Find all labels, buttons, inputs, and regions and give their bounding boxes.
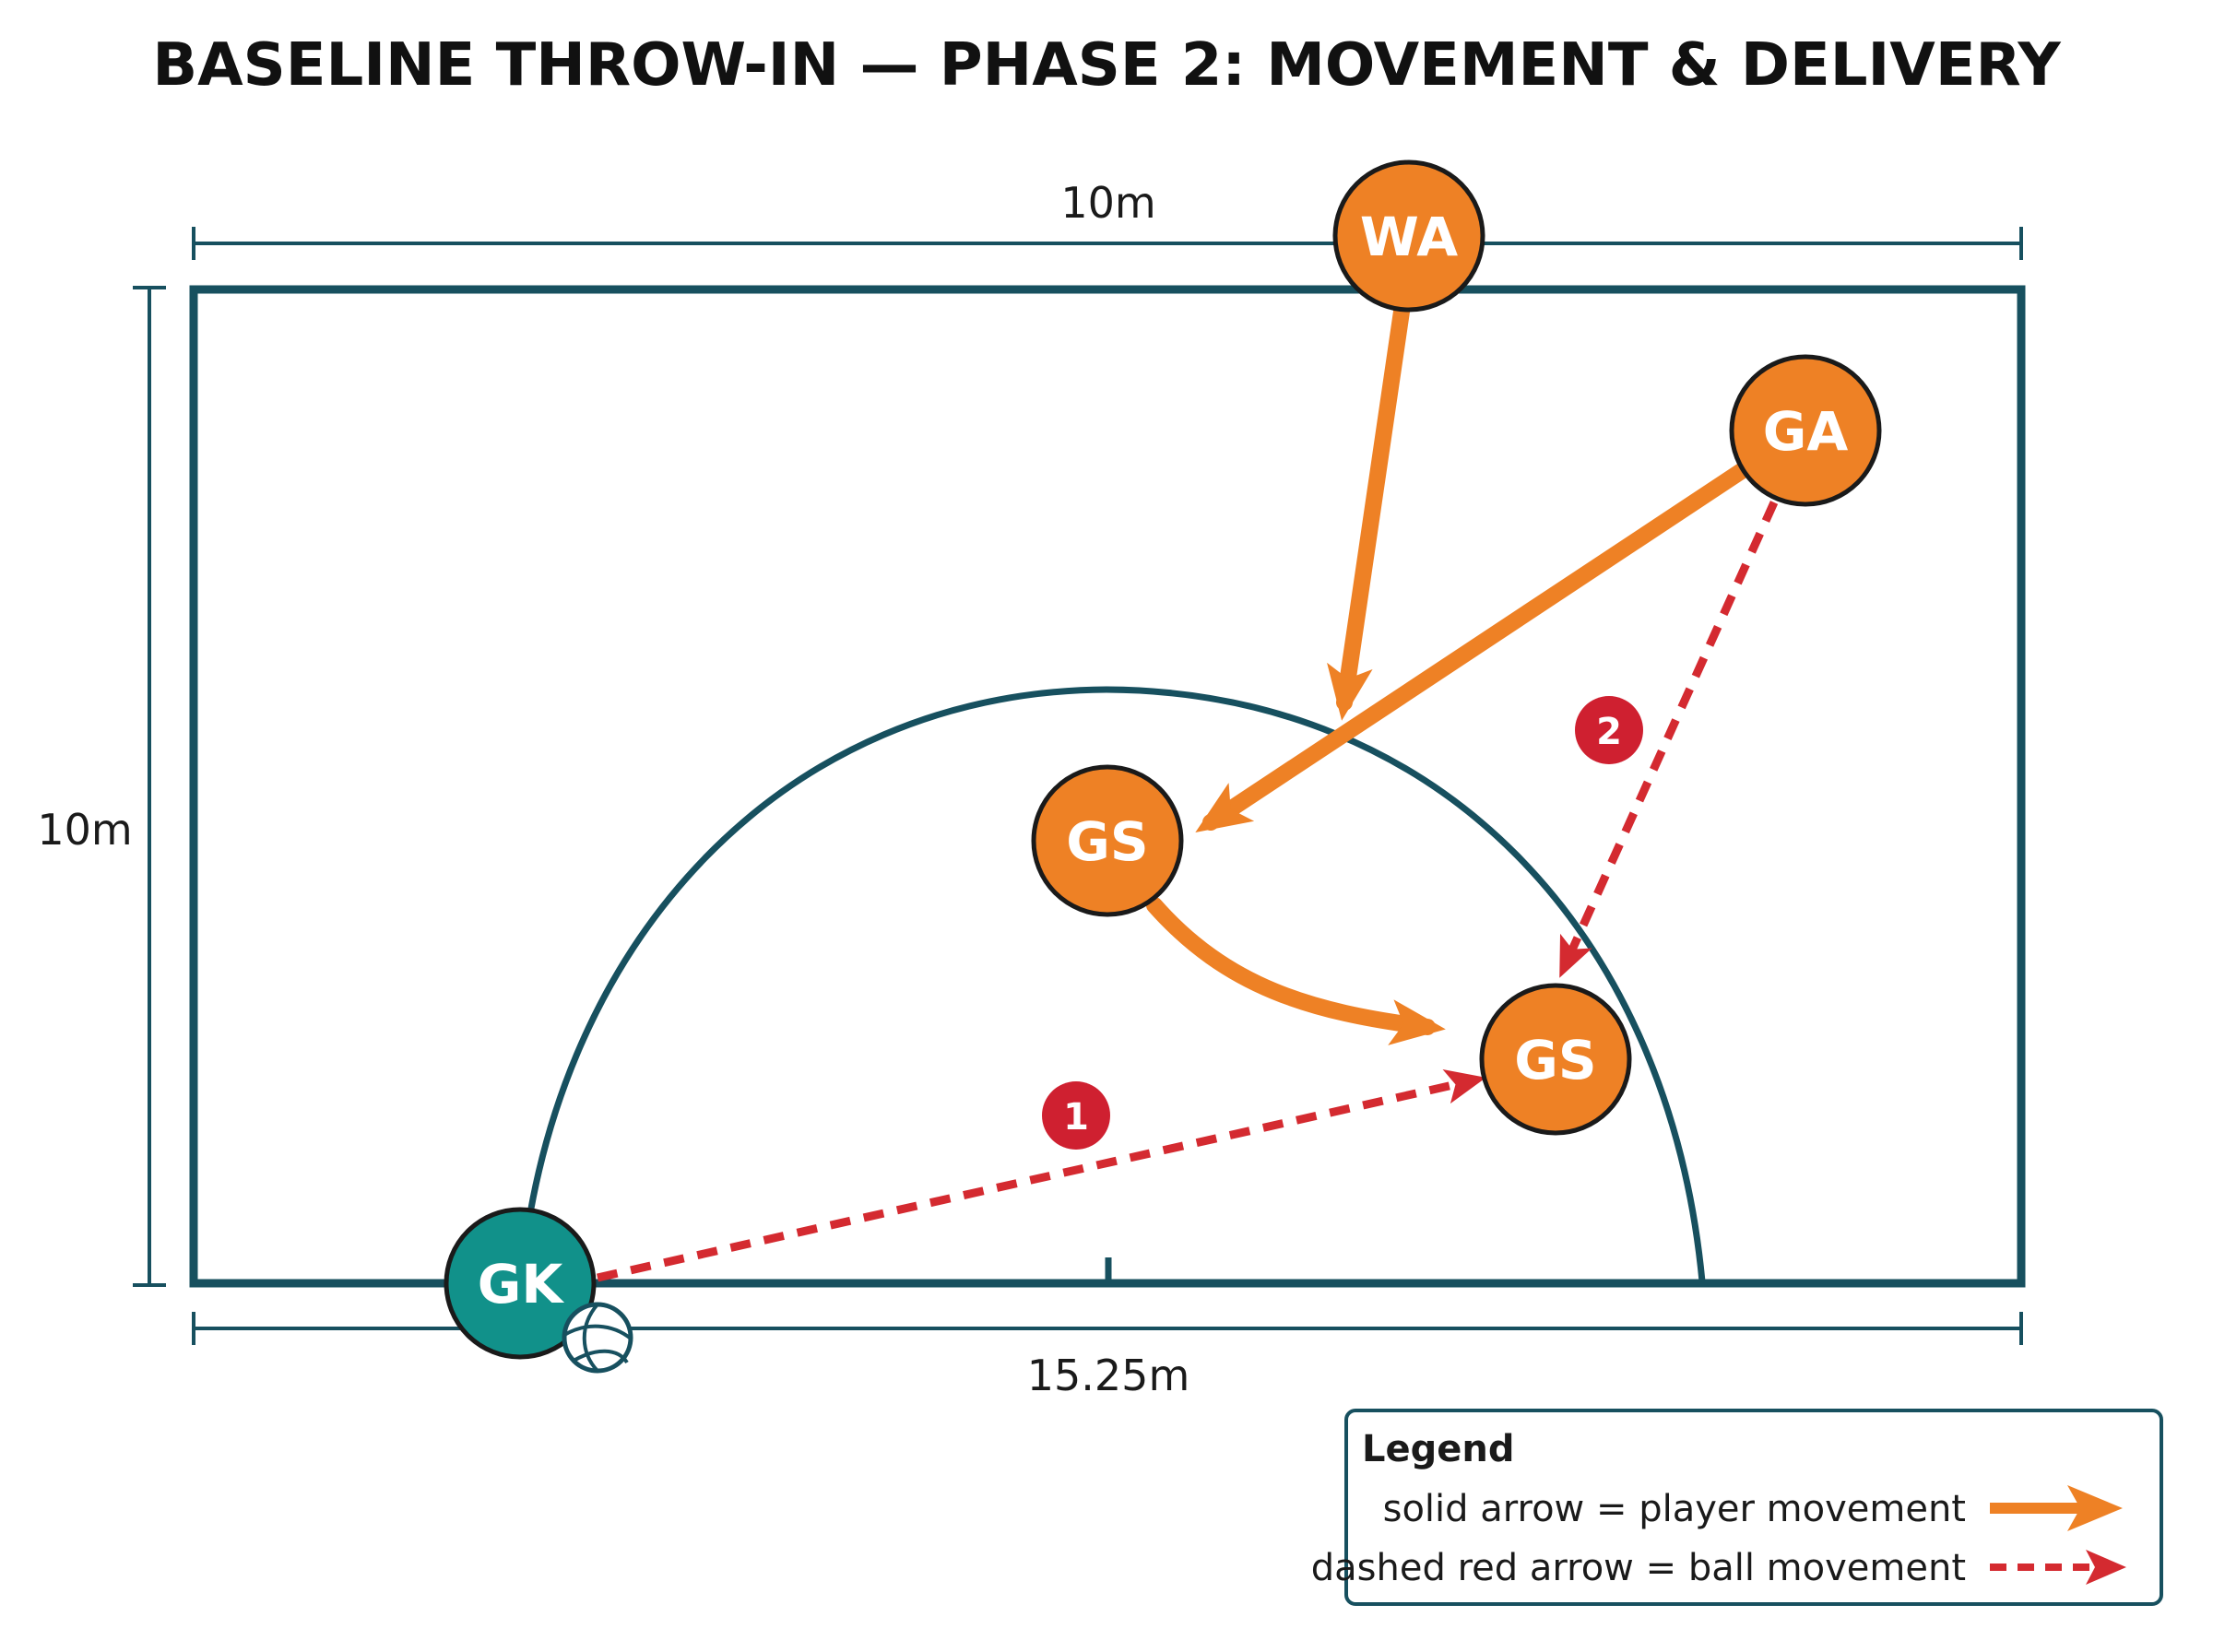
dimension-top: 10m — [192, 178, 2023, 260]
court-boundary — [189, 285, 2026, 1288]
pass-step-2-badge: 2 — [1575, 696, 1643, 764]
pass-step-1-label: 1 — [1063, 1096, 1089, 1139]
dimension-bottom-label: 15.25m — [1027, 1351, 1190, 1400]
dimension-side: 10m — [37, 286, 166, 1287]
player-gs-start-label: GS — [1066, 810, 1148, 873]
diagram-title: BASELINE THROW-IN — PHASE 2: MOVEMENT & … — [152, 31, 2061, 100]
legend-dashed-text: dashed red arrow = ball movement — [1311, 1547, 1966, 1589]
ball-pass-2-arrow — [1559, 501, 1779, 978]
player-gk-label: GK — [478, 1253, 565, 1316]
player-gs-end[interactable]: GS — [1479, 983, 1632, 1136]
ball-pass-1-arrow — [597, 1069, 1486, 1282]
player-ga[interactable]: GA — [1729, 354, 1882, 507]
ga-movement-arrow — [1195, 462, 1751, 833]
wa-movement-arrow — [1327, 303, 1410, 721]
pass-step-1-badge: 1 — [1042, 1081, 1110, 1150]
gs-movement-arrow — [1146, 897, 1446, 1045]
player-ga-label: GA — [1763, 400, 1849, 463]
player-gk[interactable]: GK — [444, 1207, 597, 1360]
player-gs-start[interactable]: GS — [1031, 764, 1184, 917]
player-gs-end-label: GS — [1514, 1029, 1596, 1092]
netball-icon — [562, 1302, 633, 1374]
legend-box: Legend solid arrow = player movement das… — [1311, 1409, 2163, 1606]
pass-step-2-label: 2 — [1596, 711, 1622, 753]
shooting-circle — [517, 686, 1706, 1282]
legend-title: Legend — [1362, 1428, 1515, 1470]
player-wa-label: WA — [1360, 206, 1458, 268]
dimension-top-label: 10m — [1060, 178, 1155, 228]
dimension-side-label: 10m — [37, 805, 132, 855]
legend-solid-text: solid arrow = player movement — [1383, 1488, 1966, 1530]
player-wa[interactable]: WA — [1332, 159, 1485, 313]
